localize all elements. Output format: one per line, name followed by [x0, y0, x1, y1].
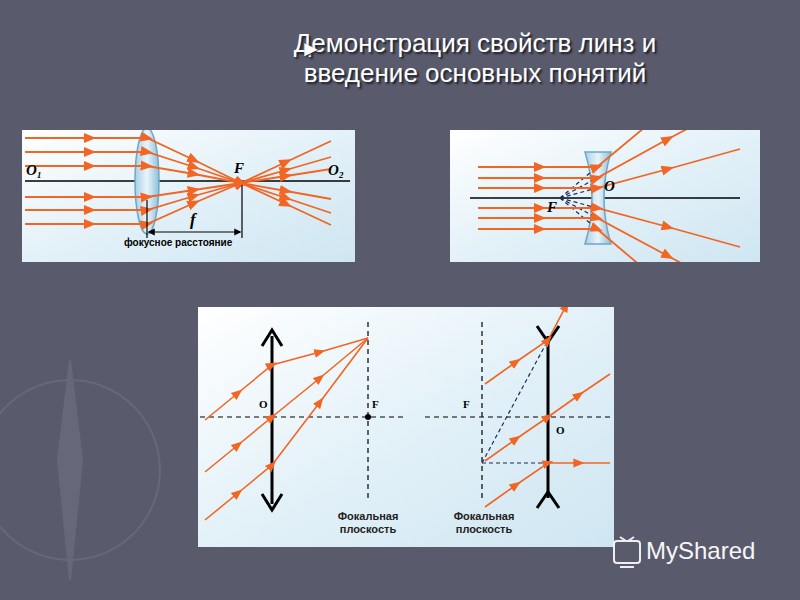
focal-length: f	[190, 210, 196, 230]
compass-decoration	[0, 360, 160, 580]
axis-point: O₂	[328, 162, 344, 179]
panel	[450, 130, 760, 262]
focus-label: F	[372, 398, 379, 410]
focus-label: F	[463, 398, 470, 410]
watermark-icon	[614, 537, 640, 567]
center-label: O	[604, 178, 615, 195]
converging-lens-figure	[25, 130, 350, 238]
focus-label: F	[547, 199, 557, 216]
diverging-lens-figure	[470, 130, 740, 262]
focal-plane-label: Фокальная плоскость	[449, 510, 519, 536]
panel	[198, 307, 614, 547]
dimension-label: фокусное расстояние	[124, 237, 232, 248]
watermark: MyShared	[646, 537, 755, 565]
bullet: ►	[300, 36, 322, 62]
axis-point: O₁	[26, 162, 42, 179]
center-label: O	[259, 398, 268, 410]
focal-plane-figure	[200, 307, 612, 520]
focal-plane-label: Фокальная плоскость	[333, 510, 403, 536]
panel	[22, 130, 355, 262]
focus-label: F	[234, 160, 244, 177]
center-label: O	[556, 424, 565, 436]
